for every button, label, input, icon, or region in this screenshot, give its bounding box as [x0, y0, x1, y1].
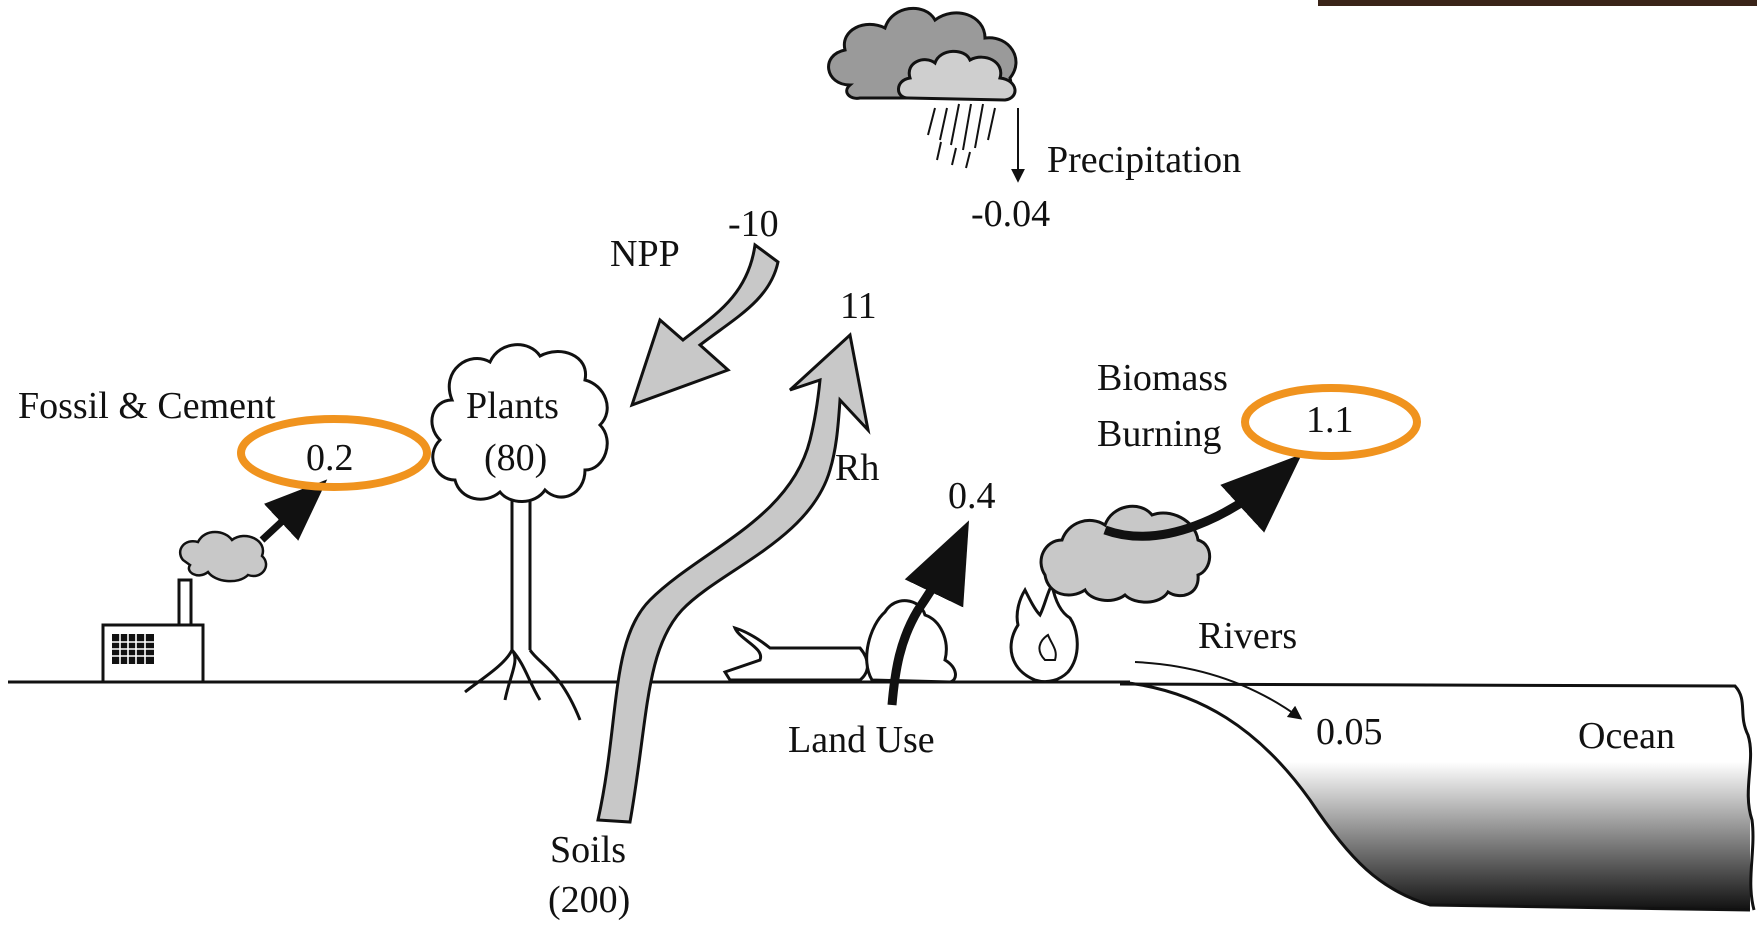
rivers-value-label: 0.05 — [1316, 711, 1383, 753]
npp-label: NPP — [610, 233, 680, 275]
biomass-value-label: 1.1 — [1306, 399, 1354, 441]
factory-icon — [103, 532, 266, 682]
fossil-value-label: 0.2 — [306, 437, 354, 479]
fossil-emission-arrow — [262, 488, 318, 540]
rain-cloud-icon — [829, 8, 1016, 168]
shrub-icon — [867, 601, 956, 682]
land-use-value-label: 0.4 — [948, 475, 996, 517]
rivers-label: Rivers — [1198, 615, 1297, 657]
biomass-label-line1: Biomass — [1097, 357, 1228, 399]
rh-value-label: 11 — [840, 285, 877, 327]
fire-icon — [1011, 585, 1077, 682]
soils-label: Soils — [550, 829, 626, 871]
fallen-log-icon — [725, 628, 868, 680]
soils-pool-label: (200) — [548, 879, 630, 921]
rh-label: Rh — [835, 447, 879, 489]
land-use-label: Land Use — [788, 719, 935, 761]
plants-pool-label: (80) — [484, 437, 547, 479]
biomass-smoke-icon — [1041, 506, 1210, 602]
npp-value-label: -10 — [728, 203, 779, 245]
biomass-label-line2: Burning — [1097, 413, 1222, 455]
precipitation-label: Precipitation — [1047, 139, 1241, 181]
plants-label: Plants — [466, 385, 559, 427]
fossil-cement-label: Fossil & Cement — [18, 385, 276, 427]
corner-image-edge — [1318, 0, 1757, 6]
ocean-label: Ocean — [1578, 715, 1675, 757]
precipitation-value-label: -0.04 — [971, 193, 1050, 235]
